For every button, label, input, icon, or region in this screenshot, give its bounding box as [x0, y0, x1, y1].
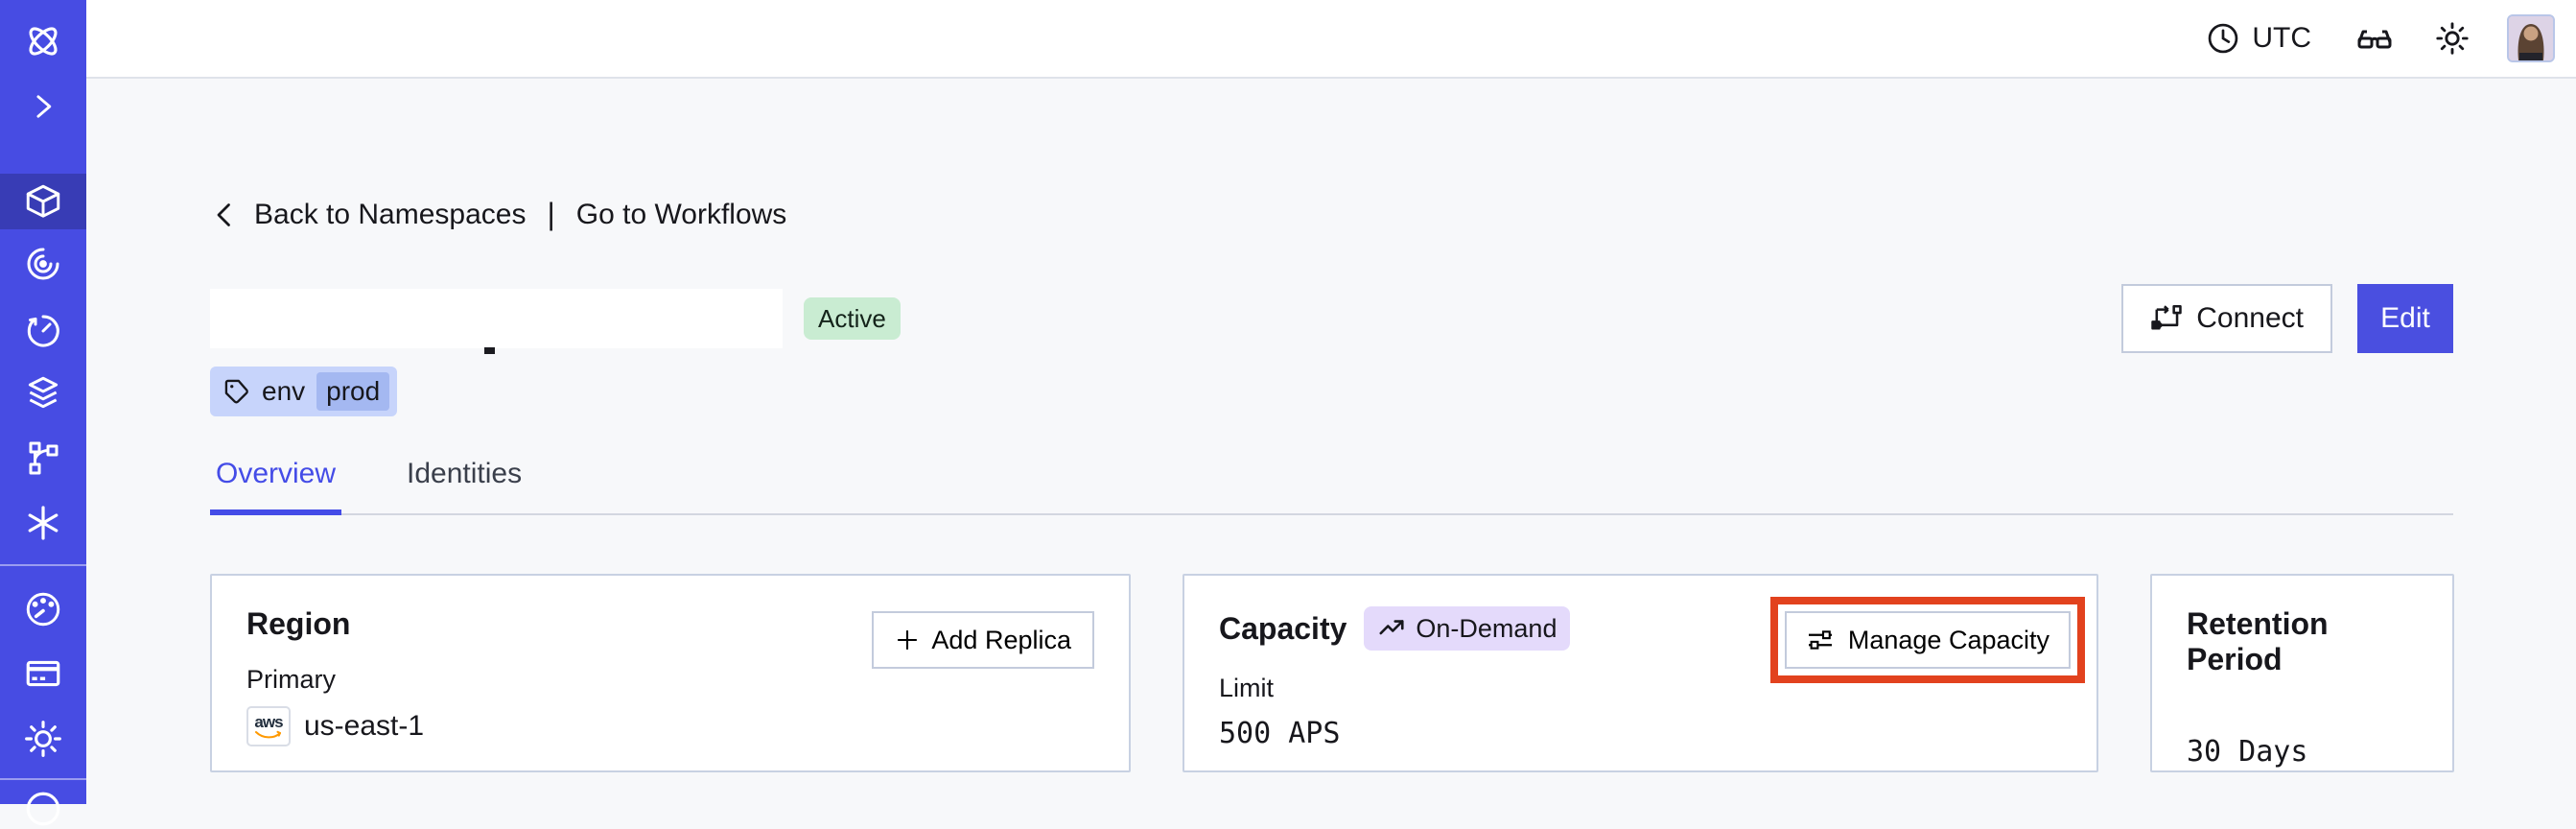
sun-icon: [2436, 22, 2469, 55]
support-icon: [26, 792, 60, 826]
gauge-icon: [26, 592, 60, 627]
manage-capacity-button[interactable]: Manage Capacity: [1784, 611, 2071, 669]
edit-button[interactable]: Edit: [2357, 284, 2453, 353]
manage-capacity-label: Manage Capacity: [1847, 625, 2049, 654]
gear-icon: [25, 721, 61, 757]
sidebar-item-deployments[interactable]: [0, 366, 86, 421]
go-to-workflows-link[interactable]: Go to Workflows: [575, 198, 787, 230]
tab-overview[interactable]: Overview: [210, 458, 342, 515]
credit-card-icon: [26, 660, 60, 687]
region-value: us-east-1: [304, 710, 425, 742]
asterisk-icon: [28, 506, 59, 540]
tag-value-chip: prod: [316, 372, 390, 411]
breadcrumb-separator: |: [547, 197, 555, 231]
back-to-namespaces-link[interactable]: Back to Namespaces: [254, 198, 527, 230]
retention-card: Retention Period 30 Days: [2150, 574, 2454, 772]
tab-identities[interactable]: Identities: [407, 458, 523, 489]
connect-button-label: Connect: [2196, 302, 2304, 334]
sidebar-item-batch-operations[interactable]: [0, 495, 86, 551]
aws-logo-icon: aws: [246, 706, 291, 746]
spiral-icon: [27, 248, 59, 280]
summary-cards: Region Add Replica Primary aws us-east-1: [210, 574, 2454, 772]
redaction-artifact: [484, 347, 495, 354]
add-replica-label: Add Replica: [931, 625, 1071, 654]
breadcrumb: Back to Namespaces | Go to Workflows: [210, 197, 786, 232]
aws-logo-text: aws: [254, 713, 283, 731]
capacity-field-label: Limit: [1219, 674, 1275, 702]
topbar: UTC: [86, 0, 2576, 79]
region-card: Region Add Replica Primary aws us-east-1: [210, 574, 1131, 772]
layers-icon: [28, 376, 59, 409]
namespace-name-redacted: [210, 289, 783, 354]
sidebar: [0, 0, 86, 826]
clock-icon: [2206, 21, 2240, 56]
ondemand-badge: On-Demand: [1364, 606, 1571, 651]
edit-button-label: Edit: [2380, 302, 2430, 334]
sidebar-item-settings[interactable]: [0, 711, 86, 767]
chevron-left-icon: [217, 202, 230, 226]
tag-key: env: [262, 376, 306, 406]
add-replica-button[interactable]: Add Replica: [872, 611, 1094, 669]
theme-toggle-button[interactable]: [2434, 20, 2471, 57]
timezone-selector[interactable]: UTC: [2206, 21, 2311, 56]
sliders-icon: [1808, 630, 1832, 650]
ondemand-badge-label: On-Demand: [1416, 613, 1557, 643]
region-field-label: Primary: [246, 665, 336, 694]
env-tag: env prod: [210, 367, 398, 416]
trending-up-icon: [1379, 620, 1404, 635]
connect-icon: [2151, 304, 2182, 330]
namespace-header: Active Connect Edit: [210, 284, 2453, 354]
sidebar-item-billing[interactable]: [0, 646, 86, 701]
capacity-value: 500 APS: [1219, 717, 1341, 750]
sidebar-item-nexus[interactable]: [0, 430, 86, 486]
timezone-label: UTC: [2252, 22, 2311, 54]
retention-card-title: Retention Period: [2187, 606, 2329, 676]
sidebar-item-workflows[interactable]: [0, 236, 86, 292]
glasses-icon: [2357, 30, 2392, 49]
connect-button[interactable]: Connect: [2121, 284, 2332, 353]
cube-icon: [26, 184, 60, 218]
sidebar-item-namespaces[interactable]: [0, 174, 86, 229]
tag-icon: [224, 379, 248, 404]
status-badge: Active: [804, 297, 901, 340]
clock-retry-icon: [27, 315, 59, 347]
annotation-highlight-box: Manage Capacity: [1769, 597, 2085, 683]
region-card-title: Region: [246, 606, 351, 641]
user-avatar[interactable]: [2507, 14, 2555, 62]
capacity-card: Capacity On-Demand: [1183, 574, 2098, 772]
chevron-right-icon: [36, 95, 52, 118]
plus-icon: [898, 629, 918, 651]
labs-toggle-button[interactable]: [2355, 19, 2394, 58]
temporal-logo-icon[interactable]: [0, 13, 86, 69]
sidebar-divider: [0, 564, 86, 566]
tag-row: env prod: [210, 367, 398, 416]
header-actions: Connect Edit: [2121, 284, 2453, 353]
retention-value: 30 Days: [2187, 735, 2308, 769]
capacity-card-title: Capacity: [1219, 610, 1347, 646]
tab-bar: Overview Identities: [210, 458, 2453, 515]
sidebar-item-usage[interactable]: [0, 581, 86, 637]
sidebar-expand-button[interactable]: [0, 79, 86, 134]
sidebar-divider: [0, 778, 86, 780]
branch-icon: [29, 441, 59, 475]
sidebar-item-support[interactable]: [0, 789, 86, 829]
sidebar-item-schedules[interactable]: [0, 303, 86, 359]
